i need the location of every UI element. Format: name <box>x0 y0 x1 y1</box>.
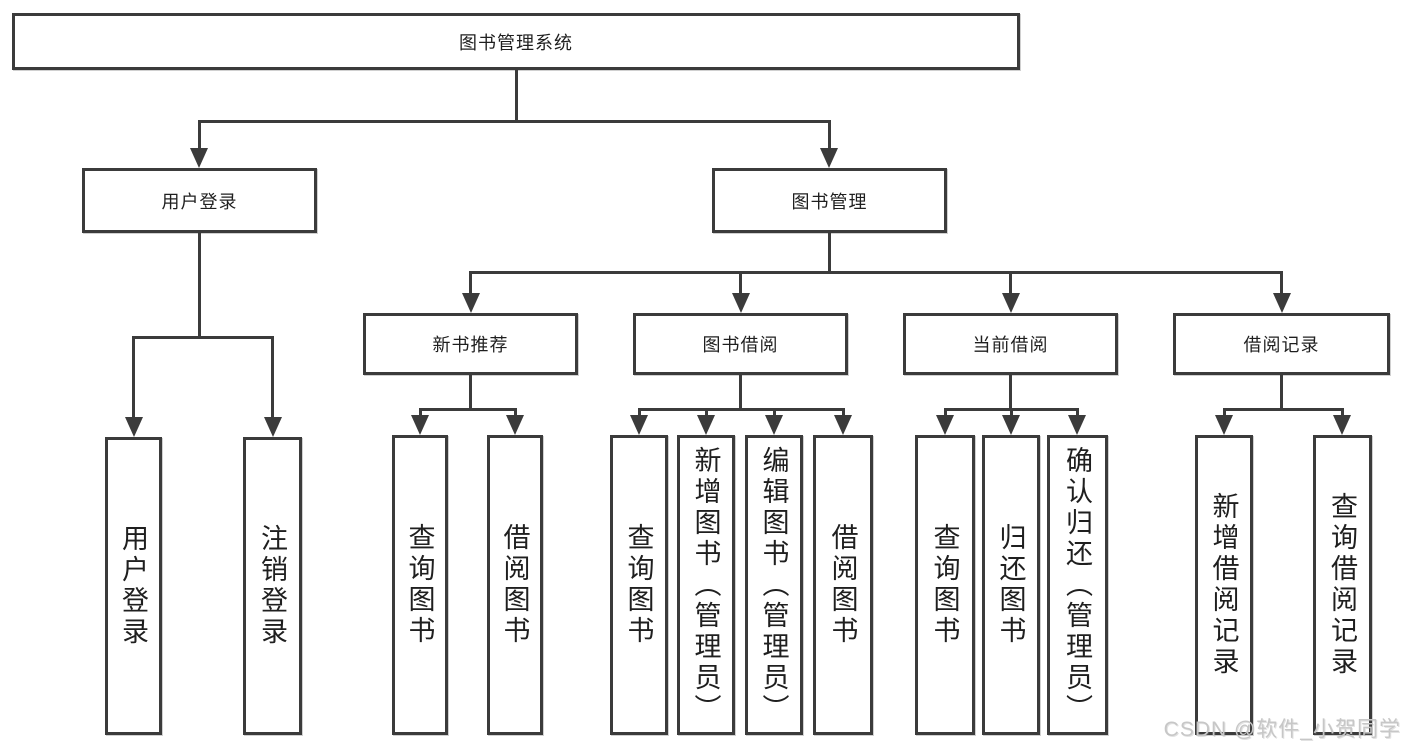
connector-line <box>739 375 742 408</box>
connector-line <box>638 408 641 417</box>
connector-line <box>842 408 845 417</box>
leaf-borrow-books-1-label: 借阅图书 <box>499 523 530 647</box>
leaf-query-books-3-label: 查询图书 <box>929 523 960 647</box>
leaf-add-book-admin: 新增图书（管理员） <box>677 435 735 735</box>
arrowhead-icon <box>506 415 524 435</box>
arrowhead-icon <box>936 415 954 435</box>
leaf-confirm-return-admin: 确认归还（管理员） <box>1047 435 1108 735</box>
connector-line <box>739 271 742 293</box>
leaf-query-borrow-record-label: 查询借阅记录 <box>1327 492 1357 678</box>
connector-line <box>198 120 831 123</box>
connector-line <box>419 408 422 417</box>
connector-line <box>1009 375 1012 408</box>
leaf-confirm-return-admin-label: 确认归还（管理员） <box>1062 445 1092 725</box>
leaf-query-borrow-record: 查询借阅记录 <box>1313 435 1372 735</box>
connector-line <box>469 271 1283 274</box>
arrowhead-icon <box>820 148 838 168</box>
leaf-user-login-label: 用户登录 <box>118 524 148 648</box>
connector-line <box>132 336 274 339</box>
leaf-query-books-2: 查询图书 <box>610 435 668 735</box>
leaf-query-books-1: 查询图书 <box>392 435 448 735</box>
arrowhead-icon <box>462 293 480 313</box>
node-user-login: 用户登录 <box>82 168 317 233</box>
leaf-logout: 注销登录 <box>243 437 302 735</box>
arrowhead-icon <box>834 415 852 435</box>
arrowhead-icon <box>190 148 208 168</box>
node-new-book-recommend: 新书推荐 <box>363 313 578 375</box>
leaf-query-books-1-label: 查询图书 <box>404 523 435 647</box>
arrowhead-icon <box>1068 415 1086 435</box>
leaf-add-book-admin-label: 新增图书（管理员） <box>690 445 721 725</box>
leaf-add-borrow-record-label: 新增借阅记录 <box>1208 492 1239 678</box>
arrowhead-icon <box>732 293 750 313</box>
connector-line <box>1223 408 1344 411</box>
arrowhead-icon <box>1215 415 1233 435</box>
connector-line <box>198 120 201 150</box>
connector-line <box>944 408 947 417</box>
leaf-edit-book-admin-label: 编辑图书（管理员） <box>758 445 789 725</box>
connector-line <box>1223 408 1226 417</box>
arrowhead-icon <box>697 415 715 435</box>
connector-line <box>419 408 516 411</box>
connector-line <box>132 336 135 417</box>
connector-line <box>773 408 776 417</box>
arrowhead-icon <box>1002 415 1020 435</box>
arrowhead-icon <box>630 415 648 435</box>
node-current-borrowing: 当前借阅 <box>903 313 1118 375</box>
arrowhead-icon <box>125 417 143 437</box>
node-borrow-records: 借阅记录 <box>1173 313 1390 375</box>
connector-line <box>271 336 274 417</box>
leaf-logout-label: 注销登录 <box>257 524 287 648</box>
leaf-return-books-label: 归还图书 <box>995 523 1026 647</box>
node-root: 图书管理系统 <box>12 13 1020 70</box>
connector-line <box>469 375 472 408</box>
connector-line <box>198 233 201 336</box>
leaf-query-books-2-label: 查询图书 <box>623 523 654 647</box>
connector-line <box>638 408 844 411</box>
leaf-borrow-books-2: 借阅图书 <box>813 435 873 735</box>
connector-line <box>1009 271 1012 293</box>
connector-line <box>1341 408 1344 417</box>
node-book-borrowing-label: 图书借阅 <box>702 335 779 355</box>
arrowhead-icon <box>264 417 282 437</box>
connector-line <box>828 120 831 150</box>
node-book-borrowing: 图书借阅 <box>633 313 848 375</box>
connector-line <box>705 408 708 417</box>
arrowhead-icon <box>1002 293 1020 313</box>
connector-line <box>1280 271 1283 293</box>
leaf-borrow-books-2-label: 借阅图书 <box>827 523 858 647</box>
watermark: CSDN @软件_小贺同学 <box>1163 718 1401 741</box>
connector-line <box>1076 408 1079 417</box>
node-book-management: 图书管理 <box>712 168 947 233</box>
leaf-query-books-3: 查询图书 <box>915 435 975 735</box>
connector-line <box>1280 375 1283 408</box>
connector-line <box>828 233 831 271</box>
node-root-label: 图书管理系统 <box>459 32 573 53</box>
leaf-return-books: 归还图书 <box>982 435 1040 735</box>
connector-line <box>515 70 518 120</box>
node-new-book-recommend-label: 新书推荐 <box>432 335 509 355</box>
leaf-edit-book-admin: 编辑图书（管理员） <box>745 435 803 735</box>
leaf-borrow-books-1: 借阅图书 <box>487 435 543 735</box>
arrowhead-icon <box>765 415 783 435</box>
leaf-add-borrow-record: 新增借阅记录 <box>1195 435 1253 735</box>
node-borrow-records-label: 借阅记录 <box>1243 335 1320 355</box>
node-current-borrowing-label: 当前借阅 <box>972 335 1049 355</box>
arrowhead-icon <box>1333 415 1351 435</box>
arrowhead-icon <box>1273 293 1291 313</box>
node-book-management-label: 图书管理 <box>791 191 868 212</box>
node-user-login-label: 用户登录 <box>161 191 238 212</box>
connector-line <box>1010 408 1013 417</box>
connector-line <box>469 271 472 293</box>
arrowhead-icon <box>411 415 429 435</box>
connector-line <box>514 408 517 417</box>
leaf-user-login: 用户登录 <box>105 437 162 735</box>
